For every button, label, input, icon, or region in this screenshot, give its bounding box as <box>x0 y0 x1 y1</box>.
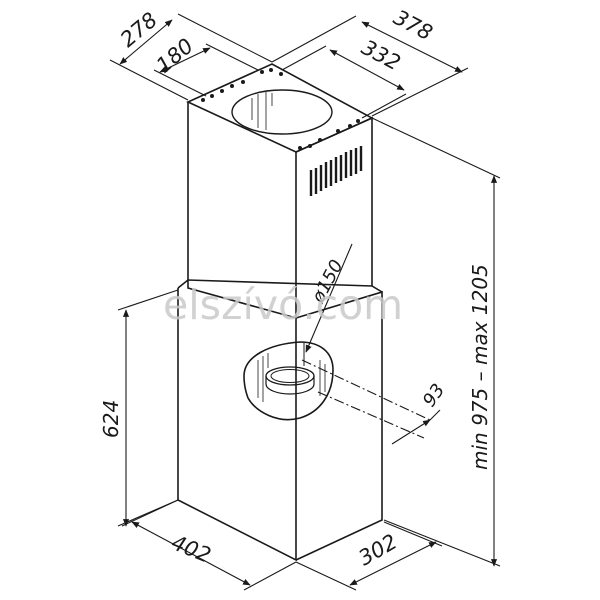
upper-chimney <box>186 63 374 320</box>
top-screws <box>201 68 360 150</box>
label-bottom-depth: 402 <box>168 530 214 567</box>
label-total-height: min 975 – max 1205 <box>468 264 492 470</box>
cutaway-outline <box>243 341 334 421</box>
label-bottom-width: 302 <box>355 529 402 570</box>
upper-top-face <box>186 63 374 153</box>
opening-shading <box>251 92 273 130</box>
label-top-depth-outer: 278 <box>116 8 162 52</box>
upper-left-face <box>187 102 297 320</box>
label-top-depth-inner: 180 <box>152 34 198 78</box>
watermark: elszívó.com <box>163 281 403 329</box>
cutaway-hatching <box>257 353 326 402</box>
vent-slots <box>309 146 363 196</box>
lower-right-face <box>295 290 383 561</box>
duct-opening <box>231 89 333 135</box>
label-lower-height: 624 <box>99 400 123 438</box>
outlet-ring-inner <box>270 369 310 383</box>
label-outlet-offset: 93 <box>419 380 449 411</box>
lower-top-rim <box>177 279 383 293</box>
outlet-cutaway <box>243 341 334 421</box>
dimension-lines <box>109 13 501 591</box>
